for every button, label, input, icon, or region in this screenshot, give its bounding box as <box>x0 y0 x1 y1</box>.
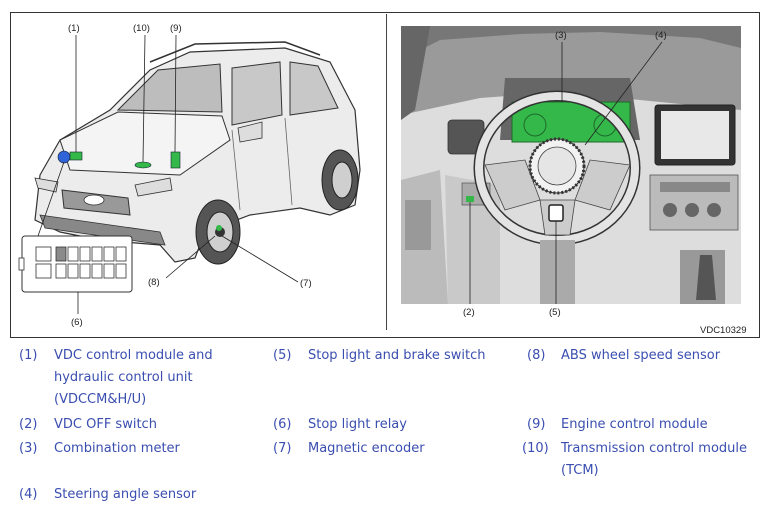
legend-number: (5) <box>273 348 292 363</box>
stop-light-relay-highlight <box>55 246 67 262</box>
legend-number: (7) <box>273 441 292 456</box>
legend-text: (VDCCM&H/U) <box>54 392 147 407</box>
legend-number: (10) <box>522 441 549 456</box>
legend-number: (9) <box>527 417 546 432</box>
callout-10: (10) <box>133 23 150 34</box>
legend-number: (2) <box>19 417 38 432</box>
callout-5: (5) <box>549 307 561 318</box>
legend-text: ABS wheel speed sensor <box>561 348 721 363</box>
car-illustration <box>34 41 361 265</box>
legend-number: (1) <box>19 348 38 363</box>
legend-text: Engine control module <box>561 417 708 432</box>
legend-text: Stop light and brake switch <box>308 348 486 363</box>
legend-number: (6) <box>273 417 292 432</box>
callout-2: (2) <box>463 307 475 318</box>
legend-number: (4) <box>19 487 38 502</box>
legend-number: (8) <box>527 348 546 363</box>
leader-lines-right <box>469 41 663 304</box>
figure-code: VDC10329 <box>700 325 746 336</box>
callout-1: (1) <box>68 23 80 34</box>
legend-text: Stop light relay <box>308 417 407 432</box>
legend-text: (TCM) <box>561 463 599 478</box>
relay-box-inset <box>18 235 133 293</box>
legend-text: Combination meter <box>54 441 180 456</box>
panel-divider <box>386 14 387 330</box>
wheel-speed-sensor-highlight <box>216 225 222 231</box>
callout-9: (9) <box>170 23 182 34</box>
callout-3: (3) <box>555 30 567 41</box>
legend-text: Steering angle sensor <box>54 487 197 502</box>
legend-text: VDC control module and <box>54 348 213 363</box>
callout-8: (8) <box>148 277 160 288</box>
legend-text: Transmission control module <box>561 441 748 456</box>
legend-text: Magnetic encoder <box>308 441 425 456</box>
legend-text: hydraulic control unit <box>54 370 193 385</box>
legend-number: (3) <box>19 441 38 456</box>
ecm-highlight <box>170 151 181 169</box>
cockpit-illustration <box>401 26 741 304</box>
steering-angle-sensor-highlight <box>528 137 586 195</box>
leader-lines-left <box>37 34 299 314</box>
callout-6: (6) <box>71 317 83 328</box>
callout-7: (7) <box>300 278 312 289</box>
callout-4: (4) <box>655 30 667 41</box>
legend-text: VDC OFF switch <box>54 417 157 432</box>
vdc-off-switch-highlight <box>466 196 474 202</box>
